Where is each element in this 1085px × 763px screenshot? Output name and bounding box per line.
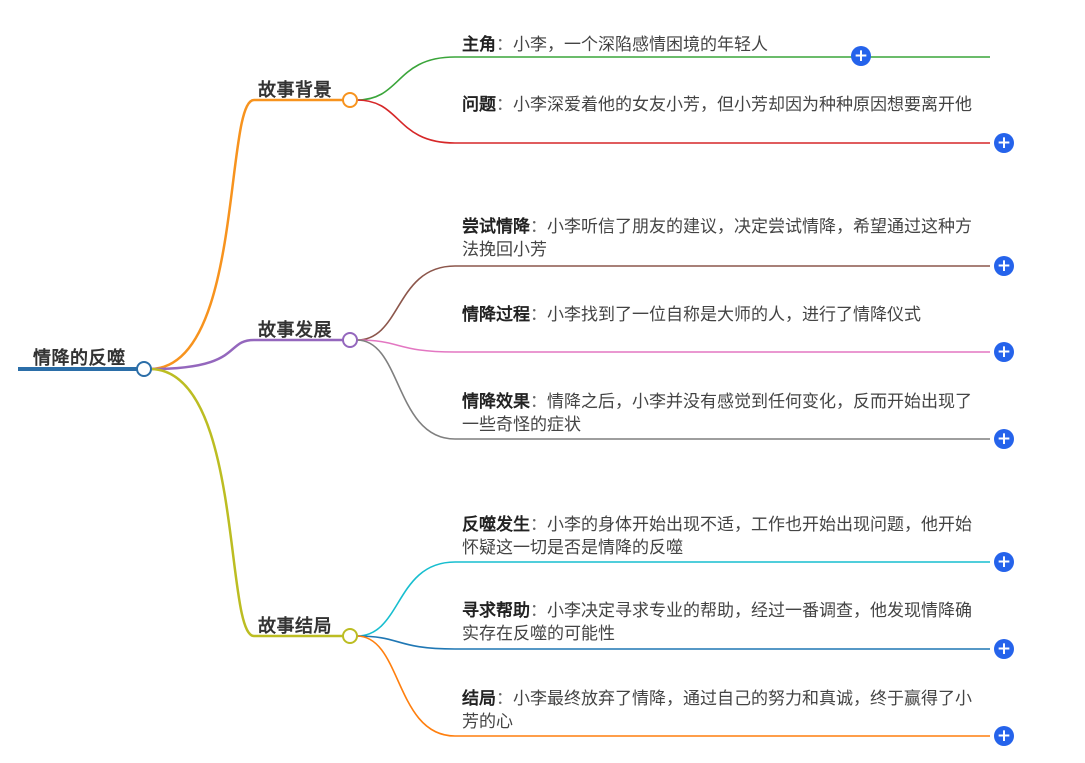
edge-branch-2-leaf-0 [356,561,990,637]
leaf-separator: ： [496,95,513,115]
branch-label-2[interactable]: 故事结局 [258,616,332,637]
leaf-title: 寻求帮助 [462,601,530,621]
root-node-circle[interactable] [136,361,152,377]
edge-branch-2-leaf-2 [356,635,990,737]
leaf-node[interactable]: 反噬发生：小李的身体开始出现不适，工作也开始出现问题，他开始怀疑这一切是否是情降… [462,514,982,560]
leaf-separator: ： [530,515,547,535]
leaf-node[interactable]: 主角：小李，一个深陷感情困境的年轻人 [462,34,982,57]
leaf-node[interactable]: 情降效果：情降之后，小李并没有感觉到任何变化，反而开始出现了一些奇怪的症状 [462,391,982,437]
branch-node-circle-2[interactable] [342,628,358,644]
leaf-text: 小李找到了一位自称是大师的人，进行了情降仪式 [547,305,921,325]
root-node-label[interactable]: 情降的反噬 [33,348,126,369]
plus-circle-icon[interactable]: + [994,726,1014,746]
leaf-text: 小李决定寻求专业的帮助，经过一番调查，他发现情降确实存在反噬的可能性 [462,601,972,644]
leaf-title: 情降过程 [462,305,530,325]
branch-node-circle-0[interactable] [342,92,358,108]
edge-branch-2-leaf-1 [356,635,990,650]
leaf-title: 情降效果 [462,392,530,412]
leaf-title: 问题 [462,95,496,115]
edge-root-to-branch-2 [149,367,344,638]
leaf-node[interactable]: 问题：小李深爱着他的女友小芳，但小芳却因为种种原因想要离开他 [462,94,982,117]
leaf-node[interactable]: 结局：小李最终放弃了情降，通过自己的努力和真诚，终于赢得了小芳的心 [462,688,982,734]
edge-branch-0-leaf-1 [356,99,990,144]
plus-circle-icon[interactable]: + [994,429,1014,449]
leaf-title: 主角 [462,35,496,55]
edge-root-to-branch-0 [149,98,344,371]
leaf-text: 小李深爱着他的女友小芳，但小芳却因为种种原因想要离开他 [513,95,972,115]
leaf-separator: ： [530,217,547,237]
leaf-text: 小李听信了朋友的建议，决定尝试情降，希望通过这种方法挽回小芳 [462,217,972,260]
edge-branch-0-leaf-0 [356,56,990,101]
leaf-separator: ： [530,305,547,325]
leaf-node[interactable]: 尝试情降：小李听信了朋友的建议，决定尝试情降，希望通过这种方法挽回小芳 [462,216,982,262]
edge-branch-1-leaf-0 [356,265,990,341]
leaf-title: 尝试情降 [462,217,530,237]
plus-circle-icon[interactable]: + [994,552,1014,572]
leaf-title: 反噬发生 [462,515,530,535]
leaf-text: 小李，一个深陷感情困境的年轻人 [513,35,768,55]
leaf-separator: ： [496,689,513,709]
plus-circle-icon[interactable]: + [851,46,871,66]
branch-label-1[interactable]: 故事发展 [258,320,332,341]
edge-branch-1-leaf-2 [356,339,990,440]
edge-root-to-branch-1 [149,338,344,371]
plus-circle-icon[interactable]: + [994,639,1014,659]
plus-circle-icon[interactable]: + [994,342,1014,362]
edge-branch-1-leaf-1 [356,339,990,353]
leaf-separator: ： [530,601,547,621]
leaf-node[interactable]: 寻求帮助：小李决定寻求专业的帮助，经过一番调查，他发现情降确实存在反噬的可能性 [462,600,982,646]
leaf-node[interactable]: 情降过程：小李找到了一位自称是大师的人，进行了情降仪式 [462,304,982,327]
leaf-text: 小李最终放弃了情降，通过自己的努力和真诚，终于赢得了小芳的心 [462,689,972,732]
plus-circle-icon[interactable]: + [994,256,1014,276]
branch-node-circle-1[interactable] [342,332,358,348]
leaf-text: 小李的身体开始出现不适，工作也开始出现问题，他开始怀疑这一切是否是情降的反噬 [462,515,972,558]
leaf-separator: ： [530,392,547,412]
leaf-text: 情降之后，小李并没有感觉到任何变化，反而开始出现了一些奇怪的症状 [462,392,972,435]
leaf-separator: ： [496,35,513,55]
leaf-title: 结局 [462,689,496,709]
branch-label-0[interactable]: 故事背景 [258,80,332,101]
plus-circle-icon[interactable]: + [994,133,1014,153]
